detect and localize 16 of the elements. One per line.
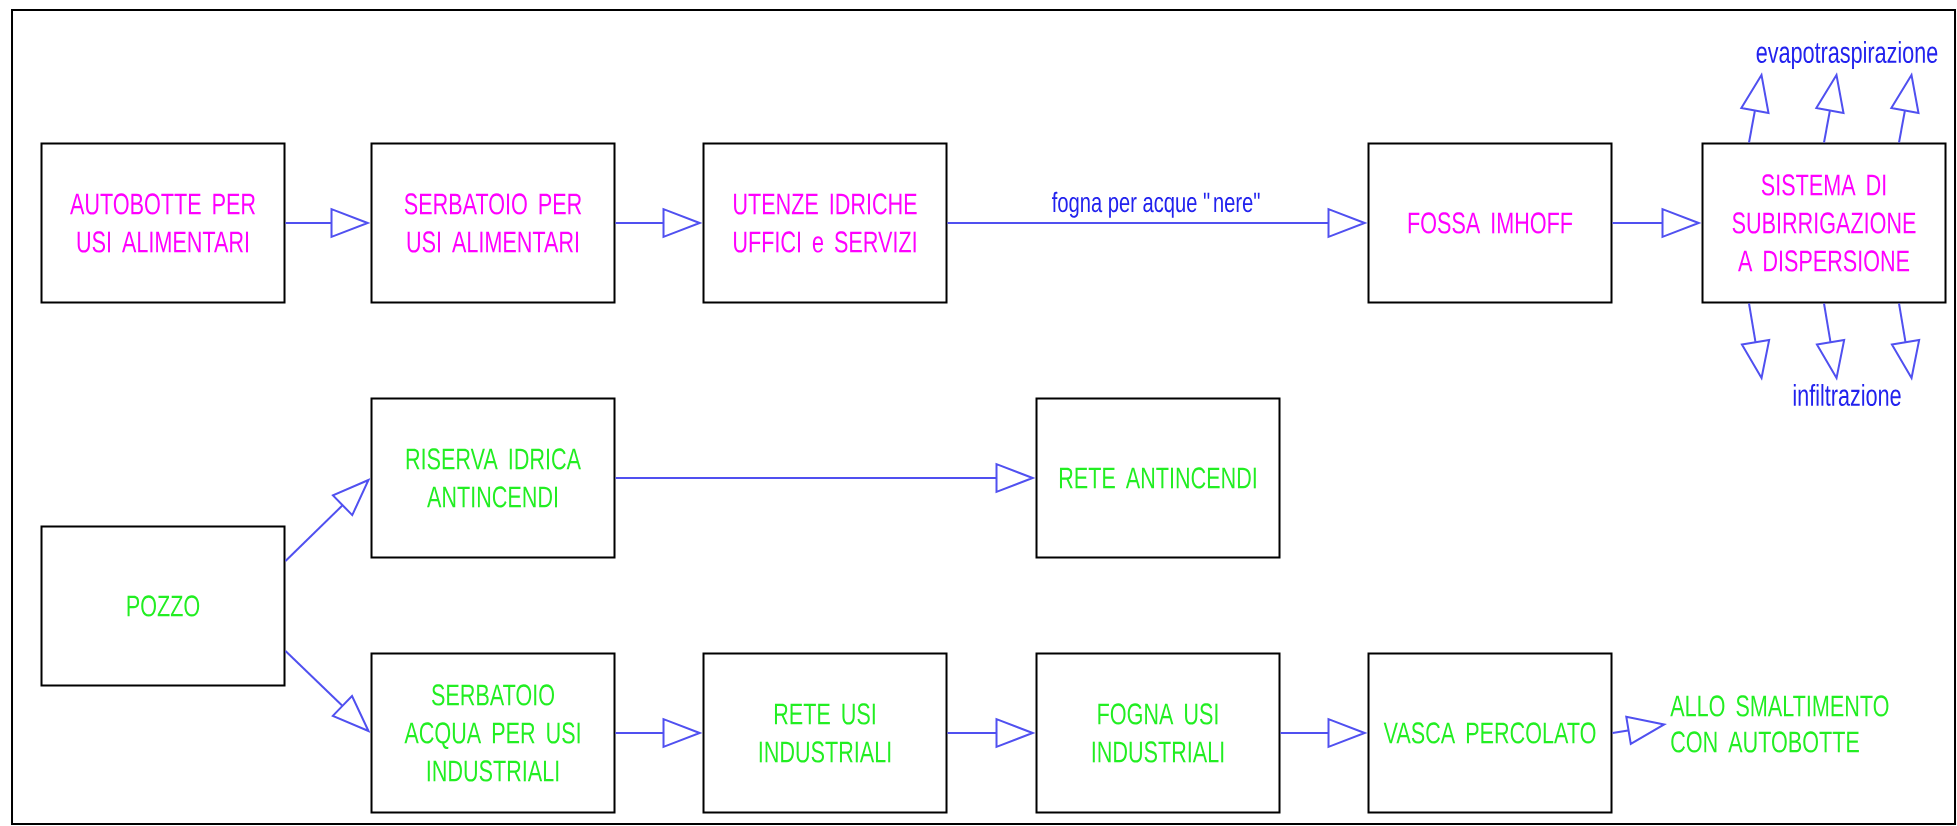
flow-label: evapotraspirazione xyxy=(1756,41,1938,69)
process-box: POZZO xyxy=(40,525,286,687)
process-box: SERBATOIO PER USI ALIMENTARI xyxy=(370,142,616,304)
process-box: UTENZE IDRICHE UFFICI e SERVIZI xyxy=(702,142,948,304)
process-box: VASCA PERCOLATO xyxy=(1367,652,1613,814)
process-box: FOSSA IMHOFF xyxy=(1367,142,1613,304)
destination-label: ALLO SMALTIMENTO CON AUTOBOTTE xyxy=(1670,695,1889,753)
process-box: RETE USI INDUSTRIALI xyxy=(702,652,948,814)
edge-label: fogna per acque "nere" xyxy=(1049,189,1266,220)
flow-label: infiltrazione xyxy=(1793,384,1901,406)
process-box: RISERVA IDRICA ANTINCENDI xyxy=(370,397,616,559)
process-box: RETE ANTINCENDI xyxy=(1035,397,1281,559)
process-box: AUTOBOTTE PER USI ALIMENTARI xyxy=(40,142,286,304)
process-box: SERBATOIO ACQUA PER USI INDUSTRIALI xyxy=(370,652,616,814)
process-box: FOGNA USI INDUSTRIALI xyxy=(1035,652,1281,814)
process-box: SISTEMA DI SUBIRRIGAZIONE A DISPERSIONE xyxy=(1701,142,1947,304)
